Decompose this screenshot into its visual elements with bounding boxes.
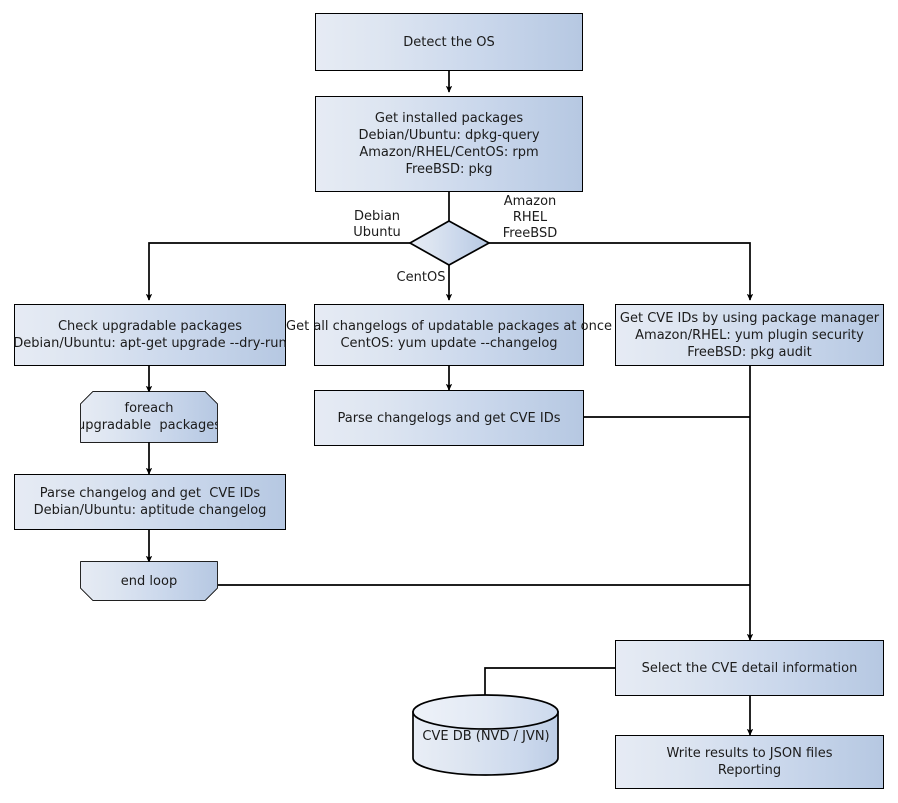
node-write-results-line2: Reporting [717,763,782,778]
node-get-cve-ids-line1: Get CVE IDs by using package manager [619,310,880,326]
edge-decision-to-check-upgradable [145,242,410,301]
node-get-installed-packages-line3: Amazon/RHEL/CentOS: rpm [359,145,539,160]
node-detect-os-label: Detect the OS [403,34,495,50]
edge-label-debian-ubuntu: Debian Ubuntu [353,209,401,240]
node-write-results-line1: Write results to JSON files [666,746,833,761]
node-foreach-loop-line1: foreach [124,401,174,416]
node-check-upgradable-line1: Check upgradable packages [57,319,243,334]
node-write-results[interactable]: Write results to JSON files Reporting [615,735,884,789]
node-end-loop-label: end loop [120,573,178,589]
node-parse-changelogs-centos[interactable]: Parse changelogs and get CVE IDs [314,390,584,446]
node-get-all-changelogs[interactable]: Get all changelogs of updatable packages… [286,304,612,366]
decision-diamond [408,220,491,266]
node-get-cve-ids-line3: FreeBSD: pkg audit [687,344,812,360]
node-get-all-changelogs-line1: Get all changelogs of updatable packages… [286,319,612,334]
node-get-installed-packages-line1: Get installed packages [374,111,524,126]
node-end-loop[interactable]: end loop [81,562,217,600]
node-detect-os[interactable]: Detect the OS [315,13,583,71]
node-cve-db[interactable]: CVE DB (NVD / JVN) [413,695,559,775]
node-check-upgradable-packages[interactable]: Check upgradable packages Debian/Ubuntu:… [13,304,287,366]
edge-label-centos: CentOS [396,270,446,285]
node-foreach-loop[interactable]: foreach upgradable packages [81,392,217,442]
node-get-all-changelogs-line2: CentOS: yum update --changelog [340,336,558,351]
node-get-installed-packages-line2: Debian/Ubuntu: dpkg-query [358,128,540,143]
node-parse-changelogs-centos-label: Parse changelogs and get CVE IDs [337,410,561,426]
node-select-cve-detail-label: Select the CVE detail information [641,660,858,676]
node-parse-changelog-debian[interactable]: Parse changelog and get CVE IDs Debian/U… [14,474,286,530]
node-get-cve-ids-line2: Amazon/RHEL: yum plugin security [635,327,864,343]
node-parse-changelog-debian-line2: Debian/Ubuntu: aptitude changelog [33,503,267,518]
node-select-cve-detail[interactable]: Select the CVE detail information [615,640,884,696]
edge-decision-to-cve-pkgmgr [489,242,754,301]
node-get-installed-packages-line4: FreeBSD: pkg [405,162,493,177]
node-get-installed-packages[interactable]: Get installed packages Debian/Ubuntu: dp… [315,96,583,192]
node-cve-db-label: CVE DB (NVD / JVN) [422,729,550,744]
node-check-upgradable-line2: Debian/Ubuntu: apt-get upgrade --dry-run [13,336,287,351]
node-get-cve-ids-package-manager[interactable]: Get CVE IDs by using package manager Ama… [615,304,884,366]
edge-label-amazon-rhel-freebsd: Amazon RHEL FreeBSD [502,194,558,241]
node-foreach-loop-line2: upgradable packages [76,418,222,433]
node-parse-changelog-debian-line1: Parse changelog and get CVE IDs [39,486,261,501]
